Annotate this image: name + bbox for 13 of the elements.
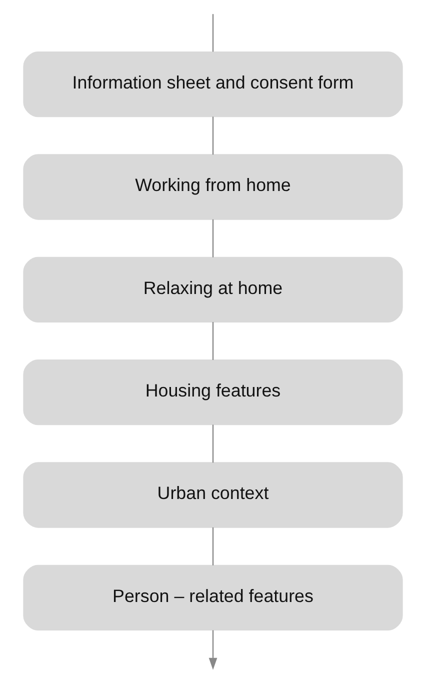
connector — [212, 424, 214, 463]
connector — [212, 116, 214, 155]
node-box: Information sheet and consent form — [22, 52, 402, 118]
connector — [212, 322, 214, 360]
node-box: Person – related features — [22, 564, 402, 630]
node-box: Housing features — [22, 360, 402, 426]
node-box: Working from home — [22, 154, 402, 220]
connector — [212, 527, 214, 566]
connector — [212, 14, 214, 52]
node-box: Relaxing at home — [22, 256, 402, 322]
node-box: Urban context — [22, 462, 402, 528]
connector — [212, 219, 214, 258]
arrow — [208, 630, 217, 670]
